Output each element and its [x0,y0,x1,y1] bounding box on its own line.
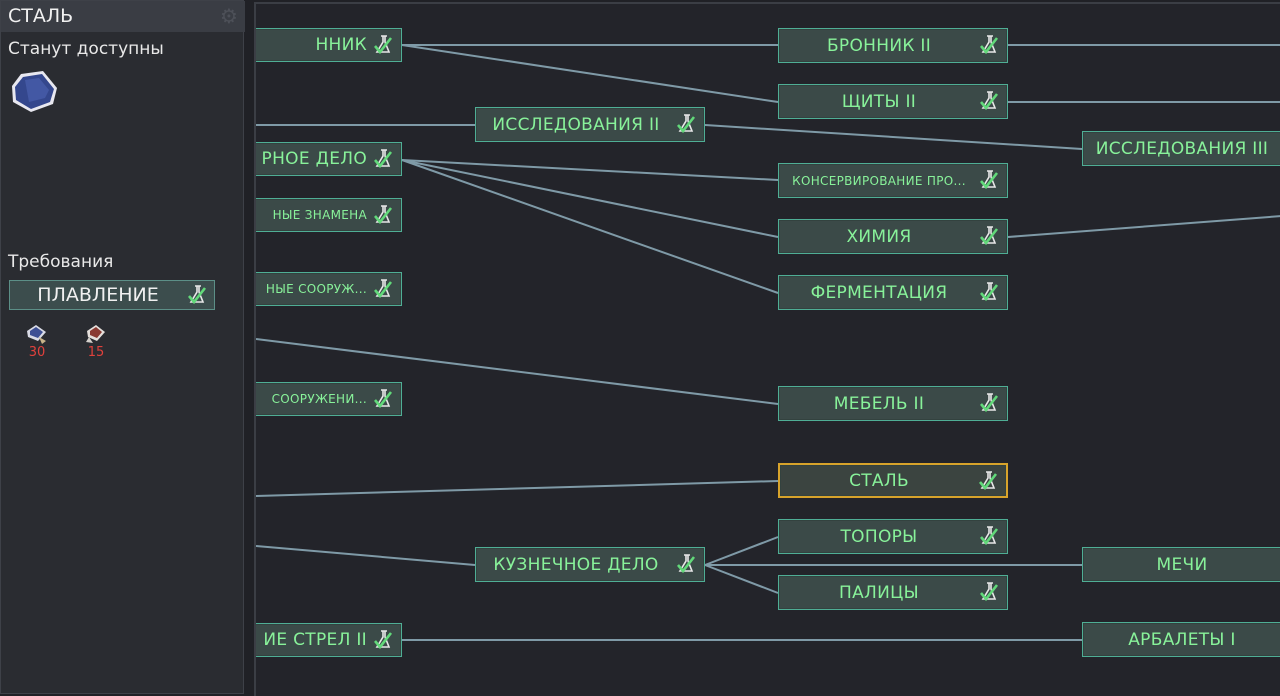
tech-node-label: МЕЧИ [1156,554,1208,575]
requirements-label: Требования [8,252,114,272]
researched-flask-icon [677,554,696,574]
tech-node-label: ФЕРМЕНТАЦИЯ [810,282,948,303]
researched-flask-icon [980,526,999,546]
researched-flask-icon [374,35,393,55]
tech-node[interactable]: НЫЕ ЗНАМЕНА [256,198,402,232]
steel-resource-icon[interactable] [9,68,61,116]
tech-node[interactable]: МЕЧИ [1082,547,1280,582]
tech-node[interactable]: КУЗНЕЧНОЕ ДЕЛО [475,547,705,582]
tech-node[interactable]: АРБАЛЕТЫ I [1082,622,1280,657]
researched-flask-icon [980,170,999,190]
researched-flask-icon [374,389,393,409]
tech-node-label: РНОЕ ДЕЛО [261,149,367,169]
tech-node-label: ИССЛЕДОВАНИЯ II [492,114,660,135]
tech-node[interactable]: ННИК [256,28,402,62]
tech-node[interactable]: ЩИТЫ II [778,84,1008,119]
cost-item: 30 [22,323,52,360]
tech-node[interactable]: МЕБЕЛЬ II [778,386,1008,421]
research-pack-icon [27,325,46,344]
tech-tree-view[interactable]: ННИК РНОЕ ДЕЛО НЫЕ ЗНАМЕНА НЫЕ СООРУЖ...… [254,2,1280,696]
tech-node[interactable]: СООРУЖЕНИ... [256,382,402,416]
cost-value: 15 [87,345,105,360]
researched-flask-icon [980,393,999,413]
tech-node-label: БРОННИК II [826,35,932,56]
researched-flask-icon [980,35,999,55]
researched-flask-icon [980,91,999,111]
researched-flask-icon [677,114,696,134]
tech-node[interactable]: РНОЕ ДЕЛО [256,142,402,176]
tech-node[interactable]: ИССЛЕДОВАНИЯ III [1082,131,1280,166]
tech-node-label: КОНСЕРВИРОВАНИЕ ПРО... [792,173,966,188]
researched-flask-icon [374,205,393,225]
researched-flask-icon [374,630,393,650]
researched-flask-icon [374,149,393,169]
cost-value: 30 [28,345,46,360]
tech-node[interactable]: ПАЛИЦЫ [778,575,1008,610]
tech-node-label: АРБАЛЕТЫ I [1128,629,1236,650]
researched-flask-icon [374,279,393,299]
tech-node-label: ННИК [315,35,367,55]
tech-node-label: ПАЛИЦЫ [839,582,919,603]
tech-node-selected[interactable]: СТАЛЬ [778,463,1008,498]
tech-node-label: ИССЛЕДОВАНИЯ III [1095,138,1269,159]
tech-node[interactable]: КОНСЕРВИРОВАНИЕ ПРО... [778,163,1008,198]
researched-flask-icon [980,282,999,302]
researched-flask-icon [980,582,999,602]
tech-node[interactable]: БРОННИК II [778,28,1008,63]
tech-node[interactable]: ФЕРМЕНТАЦИЯ [778,275,1008,310]
gear-icon[interactable]: ⚙ [220,4,238,28]
required-tech-label: ПЛАВЛЕНИЕ [37,284,159,306]
panel-title: СТАЛЬ [1,1,245,32]
tech-node-label: ХИМИЯ [846,226,912,247]
tech-node-label: СТАЛЬ [849,470,909,491]
tech-node-label: НЫЕ СООРУЖ... [265,282,367,296]
unlocks-label: Станут доступны [8,39,164,59]
researched-flask-icon [979,471,998,491]
tech-node-label: СООРУЖЕНИ... [271,392,367,406]
cost-item: 15 [81,323,111,360]
tech-node-label: КУЗНЕЧНОЕ ДЕЛО [493,554,659,575]
tech-info-panel: СТАЛЬ ⚙ Станут доступны Требования ПЛАВЛ… [0,0,245,694]
tech-node[interactable]: ИССЛЕДОВАНИЯ II [475,107,705,142]
tech-node[interactable]: ХИМИЯ [778,219,1008,254]
tech-tree-connections [256,44,1280,641]
tech-node-label: НЫЕ ЗНАМЕНА [272,208,367,222]
tech-node[interactable]: НЫЕ СООРУЖ... [256,272,402,306]
researched-flask-icon [188,285,207,305]
required-tech-smelting[interactable]: ПЛАВЛЕНИЕ [9,280,215,310]
tech-node-label: ИЕ СТРЕЛ II [263,630,367,650]
advanced-research-pack-icon [86,325,105,343]
tech-node[interactable]: ИЕ СТРЕЛ II [256,623,402,657]
tech-node-label: ТОПОРЫ [840,526,918,547]
tech-node-label: ЩИТЫ II [841,91,917,112]
tech-node[interactable]: ТОПОРЫ [778,519,1008,554]
researched-flask-icon [980,226,999,246]
tech-node-label: МЕБЕЛЬ II [833,393,925,414]
